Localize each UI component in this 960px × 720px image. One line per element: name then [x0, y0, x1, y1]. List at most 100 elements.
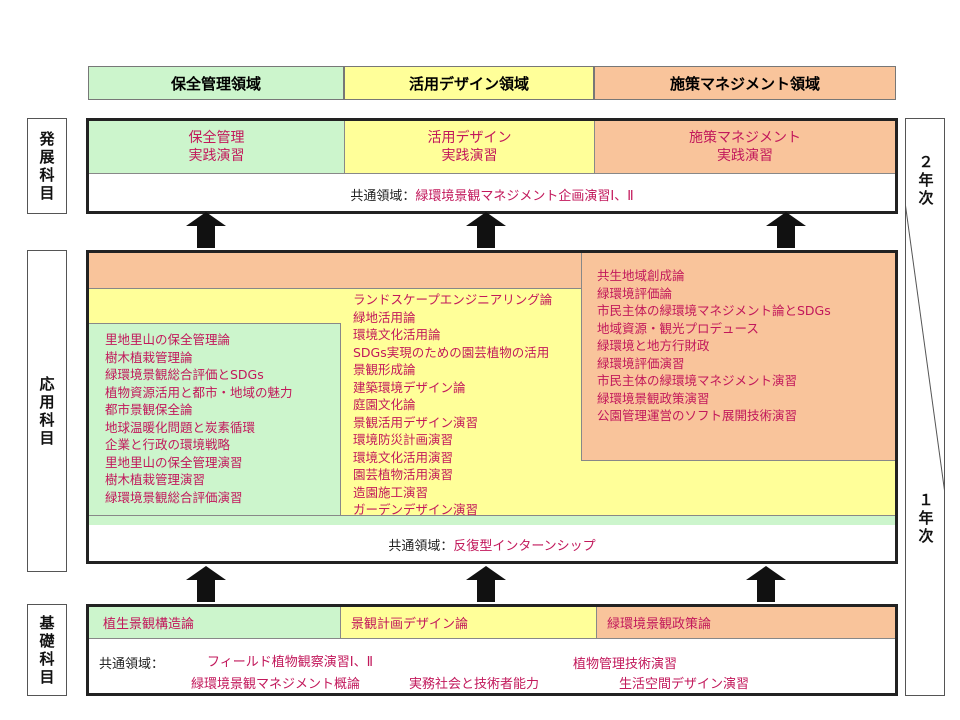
course-item: 景観活用デザイン演習: [353, 414, 479, 430]
course-item: 造園施工演習: [353, 484, 429, 500]
course-item: 里地里山の保全管理論: [105, 332, 231, 347]
common-label: 共通領域：: [350, 188, 416, 204]
up-arrow-icon: [186, 212, 226, 248]
course-item: 緑環境評価論: [597, 285, 673, 301]
applied-policy-box: [581, 253, 895, 461]
up-arrow-icon: [766, 212, 806, 248]
advanced-policy-cell: 施策マネジメント 実践演習: [595, 121, 895, 174]
course-item: 樹木植栽管理論: [105, 349, 193, 365]
up-arrow-icon: [466, 212, 506, 248]
common-label: 共通領域：: [99, 657, 165, 672]
year-char: １: [918, 491, 934, 509]
label-char: 用: [39, 393, 55, 411]
course-item: 景観計画デザイン論: [351, 617, 469, 632]
course-item: 建築環境デザイン論: [353, 379, 466, 395]
course-item: 市民主体の緑環境マネジメント演習: [597, 373, 798, 388]
basic-block: 植生景観構造論 景観計画デザイン論 緑環境景観政策論 共通領域： フィールド植物…: [86, 604, 898, 696]
course-item: 樹木植栽管理演習: [105, 472, 206, 487]
advanced-design-cell: 活用デザイン 実践演習: [345, 121, 595, 174]
header-policy: 施策マネジメント領域: [594, 66, 896, 100]
applied-policy-list: 共生地域創成論 緑環境評価論 市民主体の緑環境マネジメント論とSDGs 地域資源…: [597, 267, 831, 425]
course-item: 景観形成論: [353, 362, 416, 377]
common-course: フィールド植物観察演習Ⅰ、Ⅱ: [207, 655, 373, 670]
common-course: 緑環境景観マネジメント企画演習Ⅰ、Ⅱ: [415, 188, 634, 204]
course-item: 企業と行政の環境戦略: [105, 437, 231, 452]
course-item: 地域資源・観光プロデュース: [597, 320, 759, 336]
label-char: 目: [39, 668, 55, 686]
label-char: 目: [39, 184, 55, 202]
year-column: ２ 年 次 １ 年 次: [905, 118, 945, 696]
basic-conservation-cell: 植生景観構造論: [89, 607, 341, 639]
label-char: 礎: [39, 632, 55, 650]
year-char: ２: [918, 153, 934, 171]
applied-conservation-area: [89, 323, 341, 525]
course-line: 実践演習: [441, 148, 498, 164]
course-item: 環境文化活用演習: [353, 449, 454, 465]
up-arrow-icon: [466, 566, 506, 602]
year-second: ２ 年 次: [906, 153, 946, 207]
common-course: 緑環境景観マネジメント概論: [191, 677, 361, 692]
year-divider: [905, 201, 945, 495]
advanced-common-row: 共通領域： 緑環境景観マネジメント企画演習Ⅰ、Ⅱ: [89, 177, 895, 211]
course-line: 施策マネジメント: [689, 130, 801, 146]
course-item: 市民主体の緑環境マネジメント論とSDGs: [597, 303, 831, 318]
year-char: 年: [918, 509, 934, 527]
course-item: 共生地域創成論: [597, 268, 685, 283]
applied-green-strip: [89, 515, 895, 525]
label-char: 科: [39, 650, 55, 668]
course-item: 里地里山の保全管理演習: [105, 454, 243, 470]
course-item: ランドスケープエンジニアリング論: [353, 292, 553, 307]
applied-block: 里地里山の保全管理論 樹木植栽管理論 緑環境景観総合評価とSDGs 植物資源活用…: [86, 250, 898, 564]
common-course: 実務社会と技術者能力: [409, 677, 540, 692]
applied-common-row: 共通領域： 反復型インターンシップ: [89, 527, 895, 561]
course-item: 緑環境景観政策論: [607, 617, 712, 632]
common-course: 生活空間デザイン演習: [619, 677, 750, 692]
course-item: SDGs実現のための園芸植物の活用: [353, 344, 550, 360]
basic-design-cell: 景観計画デザイン論: [341, 607, 597, 639]
label-basic-subjects: 基 礎 科 目: [27, 604, 67, 696]
course-item: 緑環境と地方行財政: [597, 338, 710, 353]
course-item: 緑環境景観総合評価とSDGs: [105, 367, 264, 382]
common-course: 植物管理技術演習: [573, 657, 678, 672]
applied-conservation-list: 里地里山の保全管理論 樹木植栽管理論 緑環境景観総合評価とSDGs 植物資源活用…: [105, 331, 293, 506]
label-char: 基: [39, 614, 55, 632]
course-item: 植生景観構造論: [103, 617, 195, 632]
course-item: 地球温暖化問題と炭素循環: [105, 419, 256, 435]
basic-policy-cell: 緑環境景観政策論: [597, 607, 895, 639]
up-arrow-icon: [186, 566, 226, 602]
advanced-conservation-cell: 保全管理 実践演習: [89, 121, 345, 174]
course-item: 緑環境景観政策演習: [597, 390, 710, 406]
course-item: 環境文化活用論: [353, 327, 441, 342]
course-item: ガーデンデザイン演習: [353, 502, 479, 517]
advanced-block: 保全管理 実践演習 活用デザイン 実践演習 施策マネジメント 実践演習 共通領域…: [86, 118, 898, 214]
course-line: 実践演習: [188, 148, 245, 164]
course-item: 公園管理運営のソフト展開技術演習: [597, 408, 798, 423]
label-char: 展: [39, 148, 55, 166]
label-char: 科: [39, 411, 55, 429]
course-line: 活用デザイン: [427, 130, 512, 146]
year-char: 次: [918, 189, 934, 207]
label-advanced-subjects: 発 展 科 目: [27, 118, 67, 214]
header-design: 活用デザイン領域: [344, 66, 594, 100]
common-label: 共通領域：: [388, 538, 454, 554]
course-item: 園芸植物活用演習: [353, 467, 454, 482]
course-item: 植物資源活用と都市・地域の魅力: [105, 384, 293, 400]
label-char: 科: [39, 166, 55, 184]
course-item: 緑環境評価演習: [597, 355, 685, 371]
course-item: 都市景観保全論: [105, 402, 193, 417]
course-line: 保全管理: [188, 130, 245, 146]
course-item: 庭園文化論: [353, 397, 416, 412]
label-char: 応: [39, 375, 55, 393]
applied-design-list: ランドスケープエンジニアリング論 緑地活用論 環境文化活用論 SDGs実現のため…: [353, 291, 552, 519]
header-conservation: 保全管理領域: [88, 66, 344, 100]
common-course: 反復型インターンシップ: [453, 538, 596, 554]
label-applied-subjects: 応 用 科 目: [27, 250, 67, 572]
up-arrow-icon: [746, 566, 786, 602]
year-first: １ 年 次: [906, 491, 946, 545]
label-char: 目: [39, 429, 55, 447]
course-item: 環境防災計画演習: [353, 432, 454, 447]
course-item: 緑環境景観総合評価演習: [105, 489, 243, 505]
year-char: 年: [918, 171, 934, 189]
year-char: 次: [918, 527, 934, 545]
label-char: 発: [39, 130, 55, 148]
